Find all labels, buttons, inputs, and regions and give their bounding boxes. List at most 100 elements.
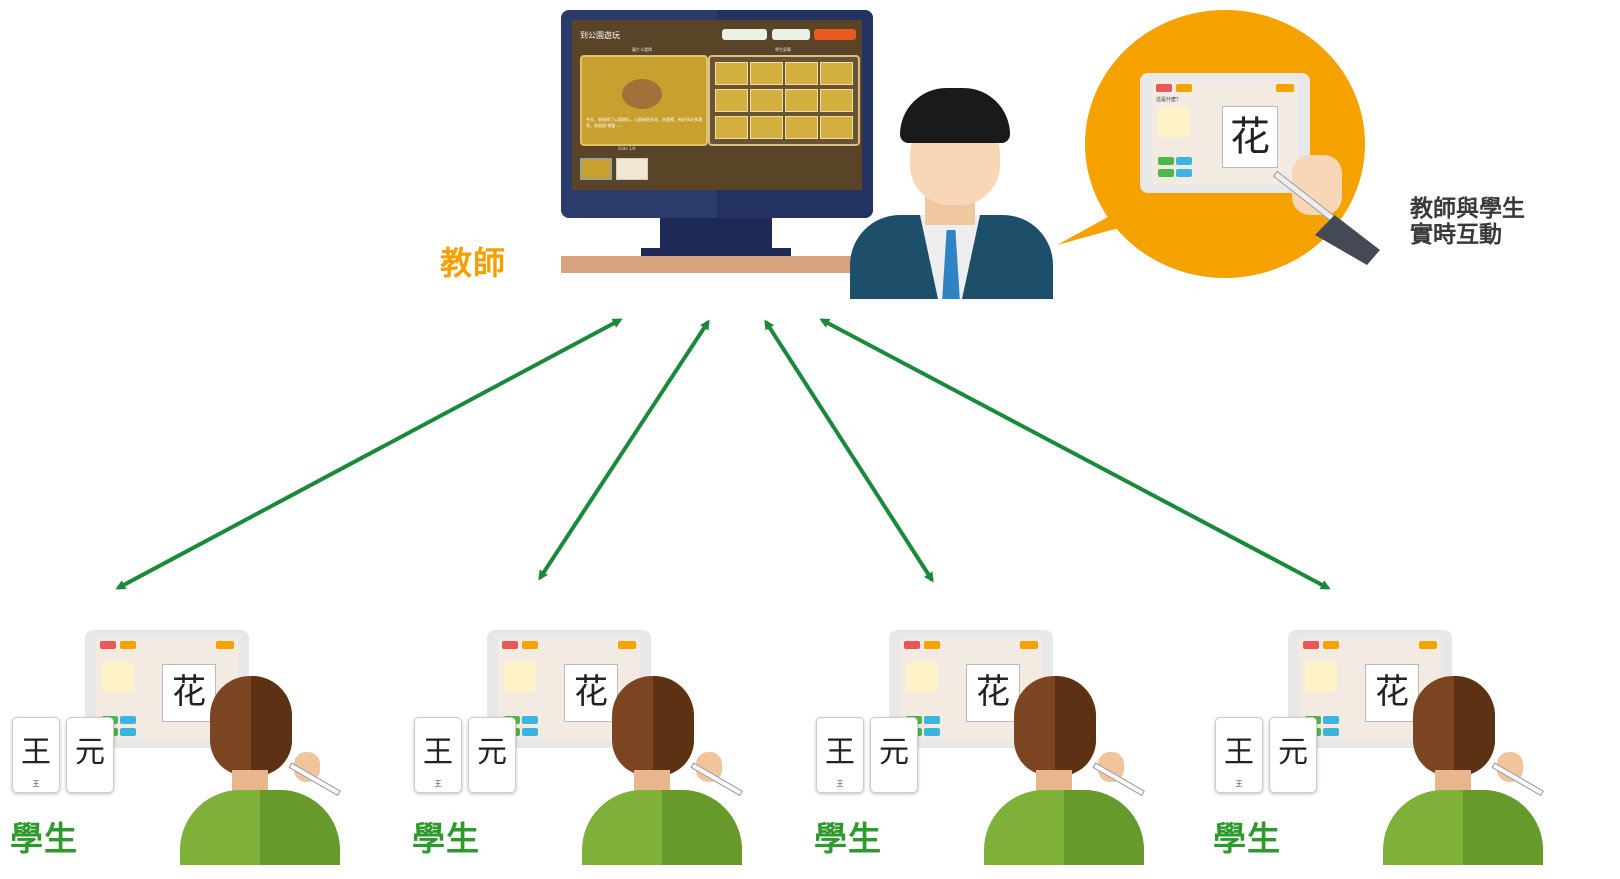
slide-thumb-2 [616, 158, 648, 180]
back-button [1156, 84, 1172, 92]
flash-card-char: 元 [879, 735, 909, 770]
option-button [120, 728, 136, 736]
slide-thumb-1 [580, 158, 612, 180]
flower-picture [1305, 662, 1337, 692]
flash-card: 王王 [12, 717, 60, 793]
arrow-student-1 [115, 318, 623, 590]
student-thumb [750, 62, 783, 85]
student-head-shade [251, 676, 292, 776]
back-button [904, 641, 920, 649]
flash-card: 王王 [816, 717, 864, 793]
flash-card: 王王 [1215, 717, 1263, 793]
screen-pill-1 [722, 29, 767, 40]
interaction-label-line2: 實時互動 [1410, 222, 1502, 248]
hint-button [120, 641, 136, 649]
hint-button [1176, 84, 1192, 92]
flower-picture [504, 662, 536, 692]
flower-picture [102, 662, 134, 692]
interaction-label-line1: 教師與學生 [1410, 196, 1525, 222]
screen-title: 到公園遊玩 [580, 31, 620, 40]
arrow-student-2 [538, 319, 710, 581]
student-character: 花 [966, 664, 1020, 722]
flash-card-char: 元 [75, 735, 105, 770]
student-thumb [715, 62, 748, 85]
interaction-label: 教師與學生 實時互動 [1410, 196, 1525, 248]
flash-card-char: 王 [423, 735, 453, 770]
student-thumb [715, 116, 748, 139]
student-character: 花 [564, 664, 618, 722]
option-button [1323, 728, 1339, 736]
student-thumb [715, 89, 748, 112]
option-button [1176, 157, 1192, 165]
student-thumb [750, 116, 783, 139]
flash-card-char: 王 [825, 735, 855, 770]
student-character: 花 [1365, 664, 1419, 722]
student-label: 學生 [10, 819, 78, 858]
flash-card-sub: 王 [836, 780, 844, 788]
student-thumb [785, 62, 818, 85]
flower-picture [906, 662, 938, 692]
student-label: 學生 [1213, 819, 1281, 858]
student-thumb [820, 89, 853, 112]
option-button [522, 716, 538, 724]
next-button [1020, 641, 1038, 649]
option-button [522, 728, 538, 736]
flash-card-sub: 王 [434, 780, 442, 788]
flash-card: 元 [66, 717, 114, 793]
flash-card-char: 元 [477, 735, 507, 770]
student-thumb [785, 116, 818, 139]
back-button [502, 641, 518, 649]
option-button [1176, 169, 1192, 177]
screen-pill-2 [772, 29, 810, 40]
desk [561, 256, 856, 273]
flash-card-char: 王 [1224, 735, 1254, 770]
flash-card: 元 [1269, 717, 1317, 793]
student-label: 學生 [814, 819, 882, 858]
arrow-student-3 [764, 319, 934, 583]
screen-caption: 今天，爸爸帶了公園遊玩，公園有很多花，花園裡，有好多好多漂亮，爸爸說:他要…… [586, 117, 702, 128]
option-button [924, 728, 940, 736]
flash-card: 元 [468, 717, 516, 793]
student-label: 學生 [412, 819, 480, 858]
next-button [216, 641, 234, 649]
screen-student-grid [708, 55, 860, 146]
student-thumb [750, 89, 783, 112]
flash-card-sub: 王 [1235, 780, 1243, 788]
next-button [1276, 84, 1294, 92]
student-head-shade [653, 676, 694, 776]
screen-main-picture: 今天，爸爸帶了公園遊玩，公園有很多花，花園裡，有好多好多漂亮，爸爸說:他要…… [580, 55, 708, 146]
screen-page: Slide 1/4 [618, 146, 636, 151]
flash-card-char: 王 [21, 735, 51, 770]
monitor-stand [660, 218, 772, 250]
next-button [618, 641, 636, 649]
flash-card: 元 [870, 717, 918, 793]
option-button [1323, 716, 1339, 724]
option-button [120, 716, 136, 724]
teacher-hair [900, 88, 1010, 143]
student-head-shade [1454, 676, 1495, 776]
flash-card: 王王 [414, 717, 462, 793]
hint-button [1323, 641, 1339, 649]
student-thumb [820, 62, 853, 85]
screen-pill-3 [814, 29, 856, 40]
flash-card-char: 元 [1278, 735, 1308, 770]
student-thumb [785, 89, 818, 112]
student-thumb [820, 116, 853, 139]
tablet-question: 這是什麼？ [1156, 97, 1182, 103]
option-button [1158, 157, 1174, 165]
teacher-label: 教師 [440, 244, 507, 282]
back-button [100, 641, 116, 649]
flash-card-sub: 王 [32, 780, 40, 788]
monitor-foot [641, 248, 791, 256]
teacher-tie [942, 230, 960, 299]
hint-button [522, 641, 538, 649]
flower-picture [1158, 107, 1190, 137]
back-button [1303, 641, 1319, 649]
option-button [1158, 169, 1174, 177]
option-button [924, 716, 940, 724]
next-button [1419, 641, 1437, 649]
student-character: 花 [162, 664, 216, 722]
hint-button [924, 641, 940, 649]
student-head-shade [1055, 676, 1096, 776]
